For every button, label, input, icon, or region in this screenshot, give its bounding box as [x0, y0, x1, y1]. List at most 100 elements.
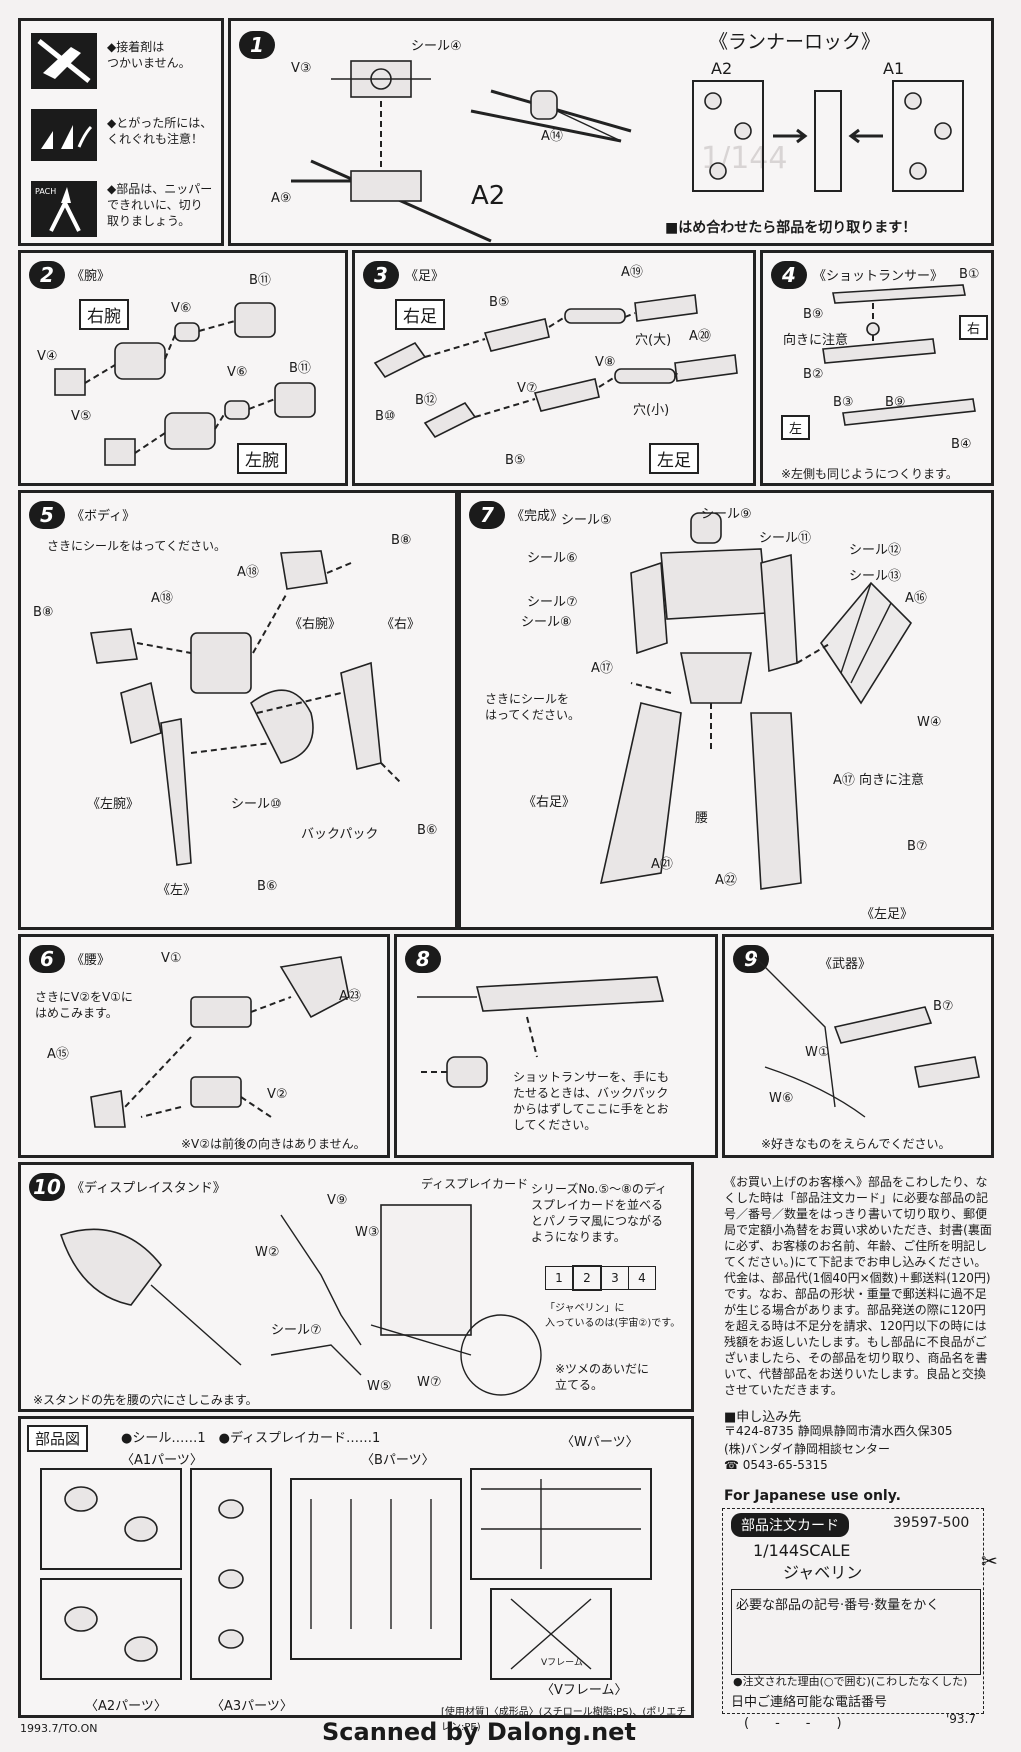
- step-title: 《腰》: [71, 953, 111, 968]
- label-b3: B③: [833, 395, 854, 410]
- runner-a1-label: A1: [883, 59, 905, 78]
- caution-panel: ◆接着剤は つかいません。 ◆とがった所には、 くれぐれも注意！ PACH ◆部…: [18, 18, 224, 246]
- step3-panel: 3 《足》 右足 左足 A⑲ B⑤ A⑳ 穴(大) V⑧ V⑦ B⑫ B⑩ 穴(…: [352, 250, 756, 486]
- card-reason: ●注文された理由(○で囲む)(こわしたなくした): [733, 1675, 968, 1688]
- label-b2: B②: [803, 367, 824, 382]
- label-sticker-a: シール⑦: [271, 1323, 322, 1338]
- card-cell: 2: [572, 1265, 602, 1291]
- right-arm-label: 右腕: [79, 299, 129, 330]
- label-a19: A⑲: [621, 265, 643, 280]
- step-number: 2: [29, 261, 65, 289]
- step-number: 9: [733, 945, 769, 973]
- sharp-edge-note: ◆とがった所には、 くれぐれも注意！: [107, 116, 213, 146]
- step-number: 6: [29, 945, 65, 973]
- a3-parts-label: 〈A3パーツ〉: [211, 1699, 293, 1714]
- step-number: 8: [405, 945, 441, 973]
- order-card: 部品注文カード 39597-500 1/144SCALE ジャベリン 必要な部品…: [722, 1508, 998, 1714]
- card-scale: 1/144SCALE: [753, 1541, 851, 1560]
- label-v8: V⑧: [595, 355, 616, 370]
- label-w2: W②: [255, 1245, 280, 1260]
- label-b10: B⑩: [375, 409, 396, 424]
- apply-title: ■申し込み先: [724, 1410, 802, 1425]
- label-b7: B⑦: [933, 999, 954, 1014]
- label-left: 《左》: [157, 883, 197, 898]
- label-a21: A㉑: [651, 857, 673, 872]
- parts-title: 部品図: [27, 1425, 89, 1452]
- step-number: 10: [29, 1173, 65, 1201]
- order-info: 《お買い上げのお客様へ》部品をこわしたり、なくした時は「部品注文カード」に必要な…: [700, 1162, 996, 1432]
- card-phone-blank: ( - - ): [744, 1716, 842, 1731]
- card-need: 必要な部品の記号·番号·数量をかく: [731, 1589, 981, 1675]
- step1-diagram: [291, 60, 632, 243]
- label-b11-top: B⑪: [249, 273, 271, 288]
- label-v6-bottom: V⑥: [227, 365, 248, 380]
- label-sticker: シール⑩: [231, 797, 282, 812]
- phone: ☎ 0543-65-5315: [724, 1458, 828, 1472]
- label-b5-top: B⑤: [489, 295, 510, 310]
- label-v2: V②: [267, 1087, 288, 1102]
- label-a17-orient: A⑰ 向きに注意: [833, 773, 925, 788]
- label-b6-left: B⑥: [257, 879, 278, 894]
- runner-lock-title: 《ランナーロック》: [709, 31, 881, 53]
- label-b8-top: B⑧: [391, 533, 412, 548]
- label-a22: A㉒: [715, 873, 737, 888]
- lancer-hand-diagram: [417, 976, 665, 1088]
- body-diagram: [90, 550, 402, 866]
- display-card-label: ディスプレイカード: [421, 1177, 529, 1191]
- parts-runners: [40, 1468, 652, 1680]
- a1-parts-label: 〈A1パーツ〉: [121, 1453, 203, 1468]
- label-b6-right: B⑥: [417, 823, 438, 838]
- sticker-u: シール⑤: [561, 513, 612, 528]
- step5-panel: 5 《ボディ》 さきにシールをはってください。 B⑧ A⑱ A⑱ B⑧ 《右腕》…: [18, 490, 458, 930]
- printed-date: 1993.7/TO.ON: [20, 1722, 98, 1735]
- label-a14: A⑭: [541, 129, 563, 144]
- step4-note: ※左側も同じようにつくります。: [781, 467, 958, 481]
- complete-diagram: [599, 512, 913, 890]
- step7-panel: 7 《完成》 さきにシールを はってください。 シール⑨ シール⑪ シール⑤ シ…: [458, 490, 994, 930]
- arm-diagram: [54, 302, 316, 466]
- address: 〒424-8735 静岡県静岡市清水西久保305: [724, 1424, 953, 1438]
- label-a9: A⑨: [271, 191, 292, 206]
- sticker-ki: シール⑧: [521, 615, 572, 630]
- label-b8-left: B⑧: [33, 605, 54, 620]
- step6-note: さきにV②をV①に はめこみます。: [35, 990, 133, 1020]
- label-waist: 腰: [695, 811, 709, 826]
- order-text: 《お買い上げのお客様へ》部品をこわしたり、なくした時は「部品注文カード」に必要な…: [724, 1175, 992, 1397]
- label-v3: V③: [291, 61, 312, 76]
- label-v6-top: V⑥: [171, 301, 192, 316]
- card-code: 39597-500: [893, 1515, 970, 1531]
- label-w1: W①: [805, 1045, 830, 1060]
- label-right: 《右》: [381, 617, 421, 632]
- label-b4: B④: [951, 437, 972, 452]
- step-number: 7: [469, 501, 505, 529]
- label-a15: A⑮: [47, 1047, 69, 1062]
- weapons-diagram: [754, 956, 980, 1118]
- left-leg-label: 左足: [649, 443, 699, 474]
- label-v5: V⑤: [71, 409, 92, 424]
- sticker-ku: シール⑬: [849, 569, 902, 584]
- material-note: [使用材質]〈成形品〉(スチロール樹脂:PS)、(ポリエチレン:PE): [441, 1707, 687, 1733]
- label-a18-top: A⑱: [237, 565, 259, 580]
- label-b5-bottom: B⑤: [505, 453, 526, 468]
- waist-diagram: [90, 956, 350, 1128]
- step-number: 1: [239, 31, 275, 59]
- card-cell: 4: [628, 1266, 656, 1290]
- a2-parts-label: 〈A2パーツ〉: [85, 1699, 167, 1714]
- right-leg-label: 右足: [395, 299, 445, 330]
- label-b11-bottom: B⑪: [289, 361, 311, 376]
- no-glue-note: ◆接着剤は つかいません。: [107, 40, 191, 70]
- runner-a2-label: A2: [711, 59, 733, 78]
- label-b9-2: B⑨: [885, 395, 906, 410]
- parts-counts: ●シール……1 ●ディスプレイカード……1: [121, 1431, 381, 1446]
- label-hole-small: 穴(小): [633, 403, 670, 418]
- label-a16: A⑯: [905, 591, 927, 606]
- scan-credit: Scanned by Dalong.net: [322, 1718, 636, 1746]
- card-cell: 1: [545, 1266, 573, 1290]
- sticker-ka: シール⑦: [527, 595, 578, 610]
- step-title: 《ボディ》: [71, 509, 136, 524]
- b-parts-label: 〈Bパーツ〉: [361, 1453, 435, 1468]
- step8-panel: 8 ショットランサーを、手にも たせるときは、バックパック からはずしてここに手…: [394, 934, 718, 1158]
- step-title: 《ディスプレイスタンド》: [71, 1181, 226, 1196]
- step2-panel: 2 《腕》 右腕 左腕 B⑪ V⑥ V④ B⑪ V⑥ V⑤: [18, 250, 348, 486]
